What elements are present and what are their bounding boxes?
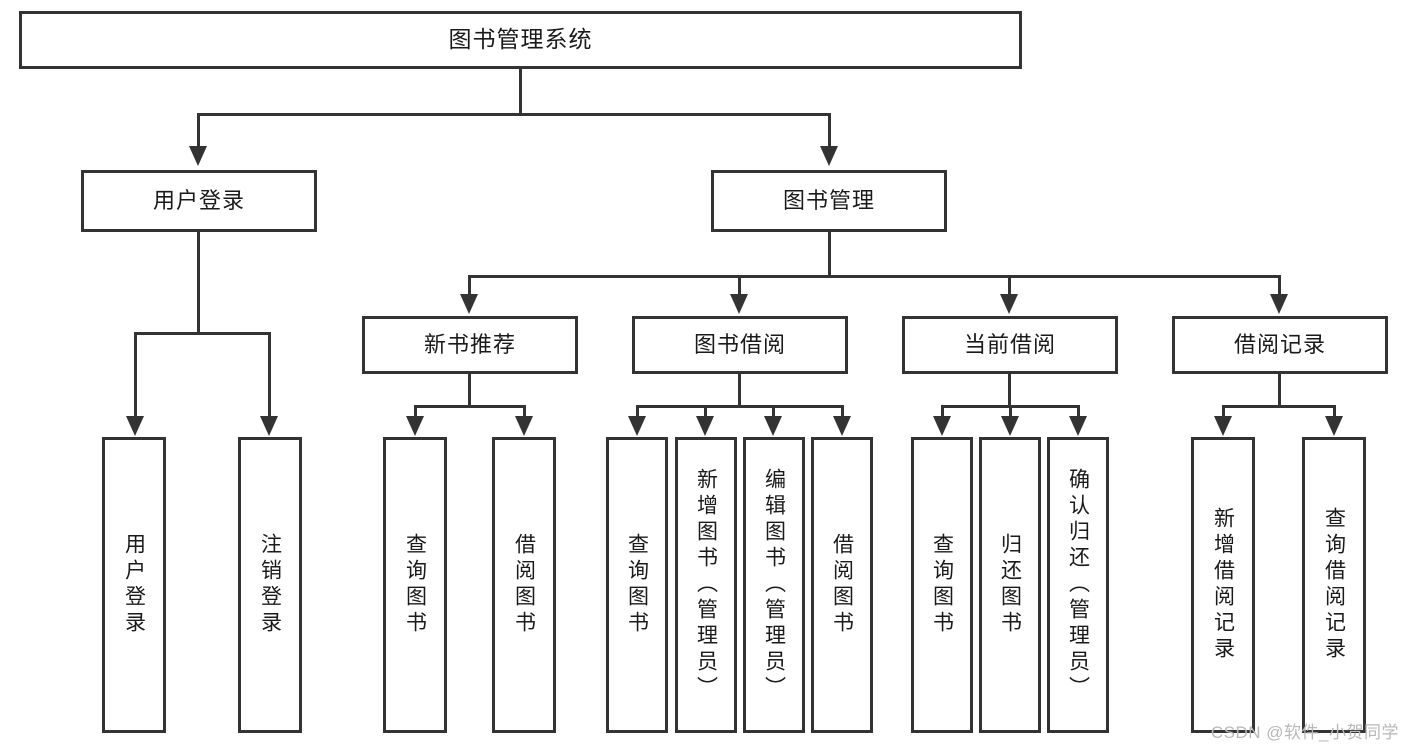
node-label: 注销登录 <box>258 533 282 637</box>
node-label: 用户登录 <box>152 187 245 213</box>
node-book-borrow[interactable]: 图书借阅 <box>632 316 848 374</box>
arrowhead-leaf-user-login <box>126 416 144 436</box>
connector-new-book-recommend-stem <box>468 374 471 406</box>
connector-root-bus <box>197 113 831 116</box>
connector-cb-leaf-3 <box>1077 405 1080 418</box>
connector-to-user-login <box>197 113 200 148</box>
arrowhead-new-book-recommend <box>460 294 478 314</box>
connector-bb-leaf-1 <box>636 405 639 418</box>
connector-book-manage-bus <box>468 275 1280 278</box>
connector-bb-leaf-2 <box>704 405 707 418</box>
node-root-system[interactable]: 图书管理系统 <box>19 11 1022 69</box>
connector-book-borrow-bus <box>636 405 844 408</box>
arrowhead-borrow-record <box>1270 294 1288 314</box>
node-leaf-add-book[interactable]: 新增图书（管理员） <box>675 437 737 733</box>
arrowhead-leaf-query-book-3 <box>933 416 951 436</box>
arrowhead-leaf-query-record <box>1325 416 1343 436</box>
arrowhead-leaf-borrow-book-1 <box>515 416 533 436</box>
node-leaf-query-book-1[interactable]: 查询图书 <box>383 437 447 733</box>
node-leaf-borrow-book-2[interactable]: 借阅图书 <box>811 437 873 733</box>
connector-to-borrow-record <box>1278 275 1281 297</box>
node-label: 借阅记录 <box>1233 331 1326 357</box>
arrowhead-leaf-confirm-return <box>1069 416 1087 436</box>
connector-borrow-record-bus <box>1222 405 1336 408</box>
connector-borrow-record-stem <box>1278 374 1281 406</box>
node-label: 图书管理系统 <box>448 26 593 53</box>
node-leaf-logout[interactable]: 注销登录 <box>238 437 302 733</box>
node-leaf-add-record[interactable]: 新增借阅记录 <box>1191 437 1255 733</box>
node-label: 图书借阅 <box>693 331 786 357</box>
connector-root-stem <box>519 69 522 114</box>
node-label: 查询图书 <box>930 533 954 637</box>
connector-nbr-leaf-2 <box>523 405 526 418</box>
arrowhead-book-manage <box>820 146 838 166</box>
node-label: 借阅图书 <box>830 533 854 637</box>
connector-book-borrow-stem <box>738 374 741 406</box>
node-label: 确认归还（管理员） <box>1066 468 1090 702</box>
arrowhead-leaf-query-book-2 <box>628 416 646 436</box>
arrowhead-leaf-add-book <box>696 416 714 436</box>
node-book-manage[interactable]: 图书管理 <box>711 170 947 232</box>
node-leaf-query-record[interactable]: 查询借阅记录 <box>1302 437 1366 733</box>
node-label: 新增图书（管理员） <box>694 468 718 702</box>
connector-br-leaf-1 <box>1222 405 1225 418</box>
arrowhead-leaf-query-book-1 <box>406 416 424 436</box>
connector-cb-leaf-1 <box>941 405 944 418</box>
node-current-borrow[interactable]: 当前借阅 <box>902 316 1118 374</box>
node-label: 查询借阅记录 <box>1322 507 1346 663</box>
connector-to-book-borrow <box>738 275 741 297</box>
connector-nbr-leaf-1 <box>414 405 417 418</box>
arrowhead-leaf-edit-book <box>764 416 782 436</box>
node-leaf-query-book-3[interactable]: 查询图书 <box>911 437 973 733</box>
node-label: 用户登录 <box>122 533 146 637</box>
connector-to-current-borrow <box>1008 275 1011 297</box>
connector-user-login-stem <box>197 232 200 333</box>
node-label: 新增借阅记录 <box>1211 507 1235 663</box>
node-label: 借阅图书 <box>512 533 536 637</box>
arrowhead-book-borrow <box>730 294 748 314</box>
connector-user-login-bus <box>134 332 271 335</box>
connector-user-login-leaf-2 <box>268 332 271 418</box>
arrowhead-user-login <box>189 146 207 166</box>
node-leaf-query-book-2[interactable]: 查询图书 <box>606 437 668 733</box>
arrowhead-current-borrow <box>1000 294 1018 314</box>
connector-cb-leaf-2 <box>1009 405 1012 418</box>
arrowhead-leaf-logout <box>260 416 278 436</box>
arrowhead-leaf-return-book <box>1001 416 1019 436</box>
arrowhead-leaf-add-record <box>1214 416 1232 436</box>
arrowhead-leaf-borrow-book-2 <box>833 416 851 436</box>
connector-to-new-book-recommend <box>468 275 471 297</box>
node-label: 编辑图书（管理员） <box>762 468 786 702</box>
node-leaf-edit-book[interactable]: 编辑图书（管理员） <box>743 437 805 733</box>
connector-current-borrow-stem <box>1008 374 1011 406</box>
node-label: 归还图书 <box>998 533 1022 637</box>
node-new-book-recommend[interactable]: 新书推荐 <box>362 316 578 374</box>
connector-bb-leaf-4 <box>841 405 844 418</box>
node-leaf-confirm-return[interactable]: 确认归还（管理员） <box>1047 437 1109 733</box>
connector-bb-leaf-3 <box>772 405 775 418</box>
node-label: 新书推荐 <box>423 331 516 357</box>
node-label: 当前借阅 <box>963 331 1056 357</box>
connector-book-manage-stem <box>828 232 831 276</box>
node-label: 图书管理 <box>782 187 875 213</box>
node-user-login[interactable]: 用户登录 <box>81 170 317 232</box>
connector-to-book-manage <box>828 113 831 148</box>
node-label: 查询图书 <box>403 533 427 637</box>
connector-user-login-leaf-1 <box>134 332 137 418</box>
connector-new-book-recommend-bus <box>414 405 526 408</box>
node-leaf-user-login[interactable]: 用户登录 <box>102 437 166 733</box>
node-borrow-record[interactable]: 借阅记录 <box>1172 316 1388 374</box>
csdn-watermark: CSDN @软件_小贺同学 <box>1210 723 1399 742</box>
node-leaf-borrow-book-1[interactable]: 借阅图书 <box>492 437 556 733</box>
node-label: 查询图书 <box>625 533 649 637</box>
node-leaf-return-book[interactable]: 归还图书 <box>979 437 1041 733</box>
connector-br-leaf-2 <box>1333 405 1336 418</box>
